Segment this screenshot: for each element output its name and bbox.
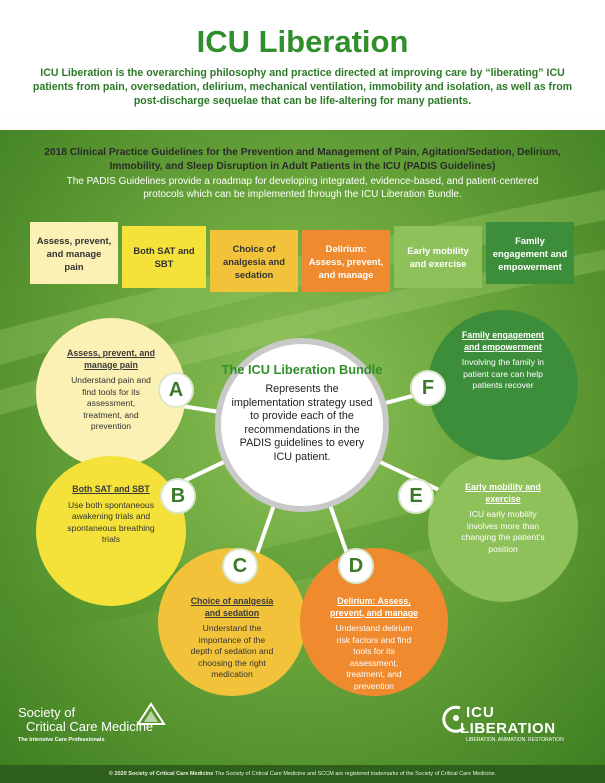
banner-mobility: Early mobility and exercise	[394, 226, 482, 288]
element-letter-b: B	[160, 478, 196, 514]
element-title: Early mobility and exercise	[465, 482, 541, 504]
element-title: Both SAT and SBT	[72, 484, 150, 494]
sccm-line1: Society of	[18, 705, 76, 720]
element-description: ICU early mobility involves more than ch…	[461, 509, 545, 554]
intro-text: ICU Liberation is the overarching philos…	[32, 67, 573, 107]
element-title: Choice of analgesia and sedation	[190, 596, 274, 618]
footer-trademark: The Society of Critical Care Medicine an…	[214, 771, 497, 777]
sccm-line2: Critical Care Medicine	[26, 719, 154, 734]
element-letter-a: A	[158, 372, 194, 408]
element-circle-b: Both SAT and SBT Use both spontaneous awa…	[36, 456, 186, 606]
banner-family: Family engagement and empowerment	[486, 222, 574, 284]
element-letter-d: D	[338, 548, 374, 584]
element-description: Involving the family in patient care can…	[461, 357, 545, 390]
center-body: Represents the implementation strategy u…	[231, 383, 373, 463]
icu-logo-top: ICU	[466, 704, 495, 721]
icu-logo-tagline: LIBERATION. ANIMATION. RESTORATION	[466, 737, 564, 743]
guidelines-subtitle: The PADIS Guidelines provide a roadmap f…	[66, 176, 539, 200]
banner-pain: Assess, prevent, and manage pain	[30, 222, 118, 284]
element-title: Family engagement and empowerment	[461, 330, 545, 352]
footer-copyright: © 2020 Society of Critical Care Medicine	[108, 771, 214, 777]
element-letter-f: F	[410, 370, 446, 406]
sccm-triangle-icon	[136, 702, 166, 725]
icu-liberation-logo: ICU LIBERATION LIBERATION. ANIMATION. RE…	[440, 700, 590, 750]
sccm-tagline: The Intensive Care Professionals	[18, 737, 105, 743]
element-title: Delirium: Assess, prevent, and manage	[330, 596, 418, 618]
element-letter-e: E	[398, 478, 434, 514]
element-title: Assess, prevent, and manage pain	[66, 348, 155, 370]
icu-liberation-swirl-icon	[442, 705, 466, 733]
sccm-logo: Society of Critical Care Medicine The In…	[18, 700, 208, 750]
center-bundle-circle: The ICU Liberation Bundle Represents the…	[215, 338, 389, 512]
element-letter-c: C	[222, 548, 258, 584]
element-description: Understand delirium risk factors and fin…	[335, 623, 413, 691]
banner-sat-sbt: Both SAT and SBT	[122, 226, 206, 288]
footer: © 2020 Society of Critical Care Medicine…	[0, 765, 605, 783]
guidelines-title: 2018 Clinical Practice Guidelines for th…	[44, 147, 561, 172]
center-title: The ICU Liberation Bundle	[221, 362, 383, 377]
element-description: Understand the importance of the depth o…	[190, 623, 274, 679]
element-description: Use both spontaneous awakening trials an…	[67, 499, 155, 545]
banner-analgesia: Choice of analgesia and sedation	[210, 230, 298, 292]
icu-logo-main: LIBERATION	[460, 720, 556, 737]
element-description: Understand pain and find tools for its a…	[71, 375, 151, 431]
banner-delirium: Delirium: Assess, prevent, and manage	[302, 230, 390, 292]
page-title: ICU Liberation	[196, 24, 409, 59]
